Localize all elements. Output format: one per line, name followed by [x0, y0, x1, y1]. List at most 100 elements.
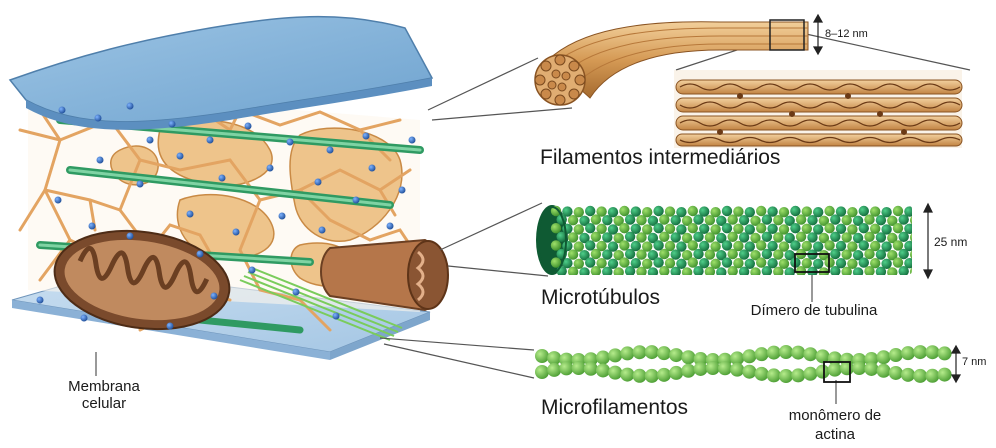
tubulin-subunit [728, 214, 738, 224]
actin-subunit [669, 348, 683, 362]
tubulin-subunit [859, 240, 869, 250]
tubulin-subunit [899, 266, 909, 276]
tubulin-subunit [602, 267, 612, 277]
tubulin-subunit [876, 249, 886, 259]
actin-subunit [681, 364, 695, 378]
actin-subunit [706, 361, 720, 375]
actin-subunit [669, 366, 683, 380]
microtubule-illustration [536, 205, 932, 278]
tubulin-subunit [568, 267, 578, 277]
tubulin-subunit [893, 257, 903, 267]
tubulin-subunit [659, 214, 669, 224]
actin-subunit [767, 346, 781, 360]
tubulin-subunit [739, 267, 749, 277]
actin-subunit [925, 369, 939, 383]
actin-subunit [767, 368, 781, 382]
actin-subunit [620, 368, 634, 382]
tubulin-subunit [910, 267, 920, 277]
rope-cross-section [535, 55, 585, 105]
tubulin-subunit [688, 240, 698, 250]
tubulin-subunit [790, 240, 800, 250]
actin-subunit [718, 361, 732, 375]
tubulin-subunit [693, 266, 703, 276]
tubulin-subunit [568, 232, 578, 242]
tubulin-subunit [568, 215, 578, 225]
actin-subunit [938, 346, 952, 360]
tubulin-subunit [614, 267, 624, 277]
tubulin-subunit [551, 223, 561, 233]
tubulin-subunit [591, 249, 601, 259]
actin-subunit [877, 364, 891, 378]
actin-subunit [779, 369, 793, 383]
tubulin-subunit [842, 267, 852, 277]
tubulin-subunit [864, 214, 874, 224]
tubulin-subunit [693, 249, 703, 259]
tubulin-subunit [568, 249, 578, 259]
label-intermediate-filaments: Filamentos intermediários [540, 146, 780, 170]
tubulin-subunit [591, 214, 601, 224]
tubulin-subunit [762, 214, 772, 224]
actin-subunit [755, 347, 769, 361]
actin-subunit [596, 351, 610, 365]
dimension-intermediate-filament: 8–12 nm [825, 28, 868, 40]
actin-subunit [938, 368, 952, 382]
tubulin-subunit [910, 249, 920, 259]
tubulin-subunit [659, 232, 669, 242]
tubulin-subunit [790, 223, 800, 233]
actin-subunit [864, 362, 878, 376]
tubulin-subunit [853, 267, 863, 277]
tubulin-subunit [864, 249, 874, 259]
cell-illustration [10, 17, 448, 360]
tubulin-subunit [602, 249, 612, 259]
tubulin-subunit [688, 223, 698, 233]
tubulin-subunit [671, 232, 681, 242]
tubulin-subunit [916, 224, 926, 234]
tubulin-subunit [859, 257, 869, 267]
tubulin-subunit [671, 215, 681, 225]
tubulin-subunit [830, 232, 840, 242]
tubulin-subunit [682, 267, 692, 277]
tubulin-subunit [824, 206, 834, 216]
tubulin-subunit [591, 266, 601, 276]
tubulin-subunit [887, 267, 897, 277]
tubulin-subunit [728, 232, 738, 242]
actin-subunit [633, 369, 647, 383]
tubulin-subunit [722, 257, 732, 267]
dimension-microtubule: 25 nm [934, 235, 967, 249]
tubulin-subunit [756, 240, 766, 250]
tubulin-subunit [705, 249, 715, 259]
tubulin-subunit [785, 267, 795, 277]
tubulin-subunit [899, 232, 909, 242]
label-actin-monomer-line1: monômero de [770, 406, 900, 425]
actin-subunit [779, 345, 793, 359]
tubulin-subunit [921, 250, 931, 260]
actin-subunit [657, 346, 671, 360]
tubulin-subunit [591, 232, 601, 242]
tubulin-subunit [688, 206, 698, 216]
dimension-arrow-intermediate [814, 15, 822, 54]
tubulin-subunit [648, 267, 658, 277]
actin-subunit [791, 368, 805, 382]
tubulin-subunit [722, 206, 732, 216]
label-cell-membrane-line1: Membrana [60, 378, 148, 395]
tubulin-subunit [579, 267, 589, 277]
tubulin-subunit [921, 233, 931, 243]
tubulin-subunit [585, 240, 595, 250]
tubulin-subunit [824, 240, 834, 250]
tubulin-subunit [693, 232, 703, 242]
tubulin-subunit [842, 249, 852, 259]
tubulin-subunit [625, 232, 635, 242]
tubulin-subunit [830, 249, 840, 259]
actin-subunit [889, 366, 903, 380]
dimension-arrow-microfilament [952, 346, 960, 382]
actin-subunit [791, 346, 805, 360]
tubulin-subunit [864, 266, 874, 276]
tubulin-subunit [756, 223, 766, 233]
label-microtubules: Microtúbulos [541, 286, 660, 310]
actin-subunit [901, 368, 915, 382]
tubulin-subunit [653, 257, 663, 267]
tubulin-subunit [921, 216, 931, 226]
actin-subunit [535, 349, 549, 363]
tubulin-subunit [722, 223, 732, 233]
actin-subunit [596, 363, 610, 377]
